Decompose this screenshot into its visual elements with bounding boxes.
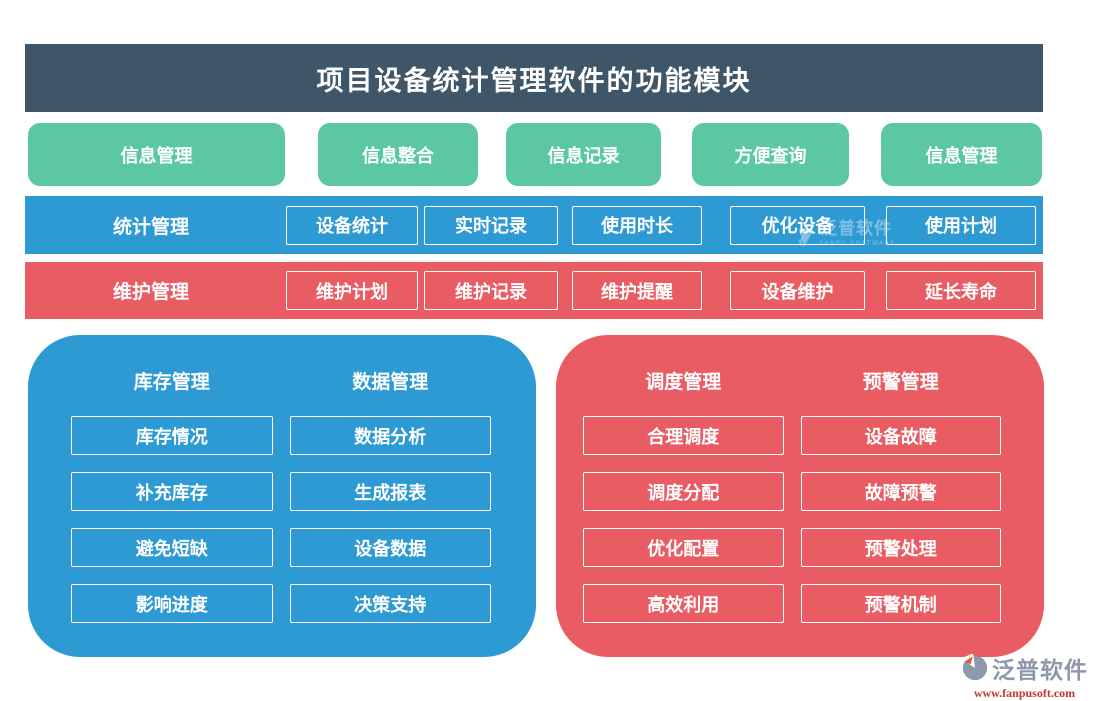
panel-item-generate-report[interactable]: 生成报表 (289, 472, 491, 511)
band-statistics-label: 统计管理 (112, 215, 189, 238)
brand-logo[interactable]: 泛普软件 www.fanpusoft.com (961, 651, 1088, 701)
panel-item-data-analysis[interactable]: 数据分析 (289, 416, 491, 455)
column-data: 数据管理 数据分析 生成报表 设备数据 决策支持 (289, 367, 491, 640)
brand-name: 泛普软件 (992, 658, 1088, 684)
band-maintenance-label: 维护管理 (112, 281, 189, 303)
panel-item-avoid-shortage[interactable]: 避免短缺 (71, 528, 273, 567)
panel-item-efficient-use[interactable]: 高效利用 (583, 584, 784, 623)
band-item-extend-life[interactable]: 延长寿命 (886, 271, 1036, 310)
panel-item-replenish-stock[interactable]: 补充库存 (71, 472, 273, 511)
top-module-button-easy-query[interactable]: 方便查询 (692, 123, 849, 186)
column-inventory: 库存管理 库存情况 补充库存 避免短缺 影响进度 (71, 367, 273, 640)
band-item-optimize-device[interactable]: 优化设备 (730, 205, 865, 245)
panel-inventory-data: 库存管理 库存情况 补充库存 避免短缺 影响进度 数据管理 数据分析 生成报表 … (28, 335, 536, 657)
panel-item-warning-mechanism[interactable]: 预警机制 (800, 584, 1001, 623)
column-header-data: 数据管理 (352, 371, 429, 393)
band-item-maintain-record[interactable]: 维护记录 (424, 271, 558, 310)
panel-item-affect-progress[interactable]: 影响进度 (71, 584, 273, 623)
band-item-usage-plan[interactable]: 使用计划 (886, 205, 1036, 245)
band-item-device-stats[interactable]: 设备统计 (286, 205, 418, 245)
top-module-button-info-record[interactable]: 信息记录 (506, 123, 661, 186)
brand-logo-icon (961, 654, 988, 681)
band-maintenance: 维护管理 维护计划 维护记录 维护提醒 设备维护 延长寿命 (25, 262, 1043, 319)
band-item-maintain-remind[interactable]: 维护提醒 (572, 271, 702, 310)
panel-item-optimize-config[interactable]: 优化配置 (583, 528, 784, 567)
band-item-realtime-record[interactable]: 实时记录 (424, 205, 558, 245)
panel-item-device-data[interactable]: 设备数据 (289, 528, 491, 567)
top-buttons-row: 信息管理 信息整合 信息记录 方便查询 信息管理 (28, 123, 1044, 186)
column-dispatch: 调度管理 合理调度 调度分配 优化配置 高效利用 (583, 367, 784, 640)
panel-item-stock-status[interactable]: 库存情况 (71, 416, 273, 455)
top-module-button-info-manage[interactable]: 信息管理 (28, 123, 285, 186)
band-item-device-maintain[interactable]: 设备维护 (730, 271, 865, 310)
band-item-usage-duration[interactable]: 使用时长 (572, 205, 702, 245)
column-header-dispatch: 调度管理 (645, 371, 722, 393)
panel-dispatch-warning: 调度管理 合理调度 调度分配 优化配置 高效利用 预警管理 设备故障 故障预警 … (556, 335, 1044, 657)
panel-item-dispatch-allocation[interactable]: 调度分配 (583, 472, 784, 511)
brand-url[interactable]: www.fanpusoft.com (973, 686, 1076, 700)
panel-item-fault-warning[interactable]: 故障预警 (800, 472, 1001, 511)
panel-item-reasonable-dispatch[interactable]: 合理调度 (583, 416, 784, 455)
page-title: 项目设备统计管理软件的功能模块 (316, 65, 752, 97)
panel-item-device-fault[interactable]: 设备故障 (800, 416, 1001, 455)
panel-item-decision-support[interactable]: 决策支持 (289, 584, 491, 623)
panel-item-warning-handling[interactable]: 预警处理 (800, 528, 1001, 567)
band-statistics: 统计管理 设备统计 实时记录 使用时长 优化设备 使用计划 (25, 196, 1043, 254)
column-header-warning: 预警管理 (862, 371, 939, 393)
column-header-inventory: 库存管理 (133, 371, 210, 393)
band-item-maintain-plan[interactable]: 维护计划 (286, 271, 418, 310)
top-module-button-info-integrate[interactable]: 信息整合 (318, 123, 478, 186)
top-module-button-info-manage-2[interactable]: 信息管理 (881, 123, 1042, 186)
header-bar: 项目设备统计管理软件的功能模块 (25, 44, 1043, 112)
column-warning: 预警管理 设备故障 故障预警 预警处理 预警机制 (800, 367, 1001, 640)
